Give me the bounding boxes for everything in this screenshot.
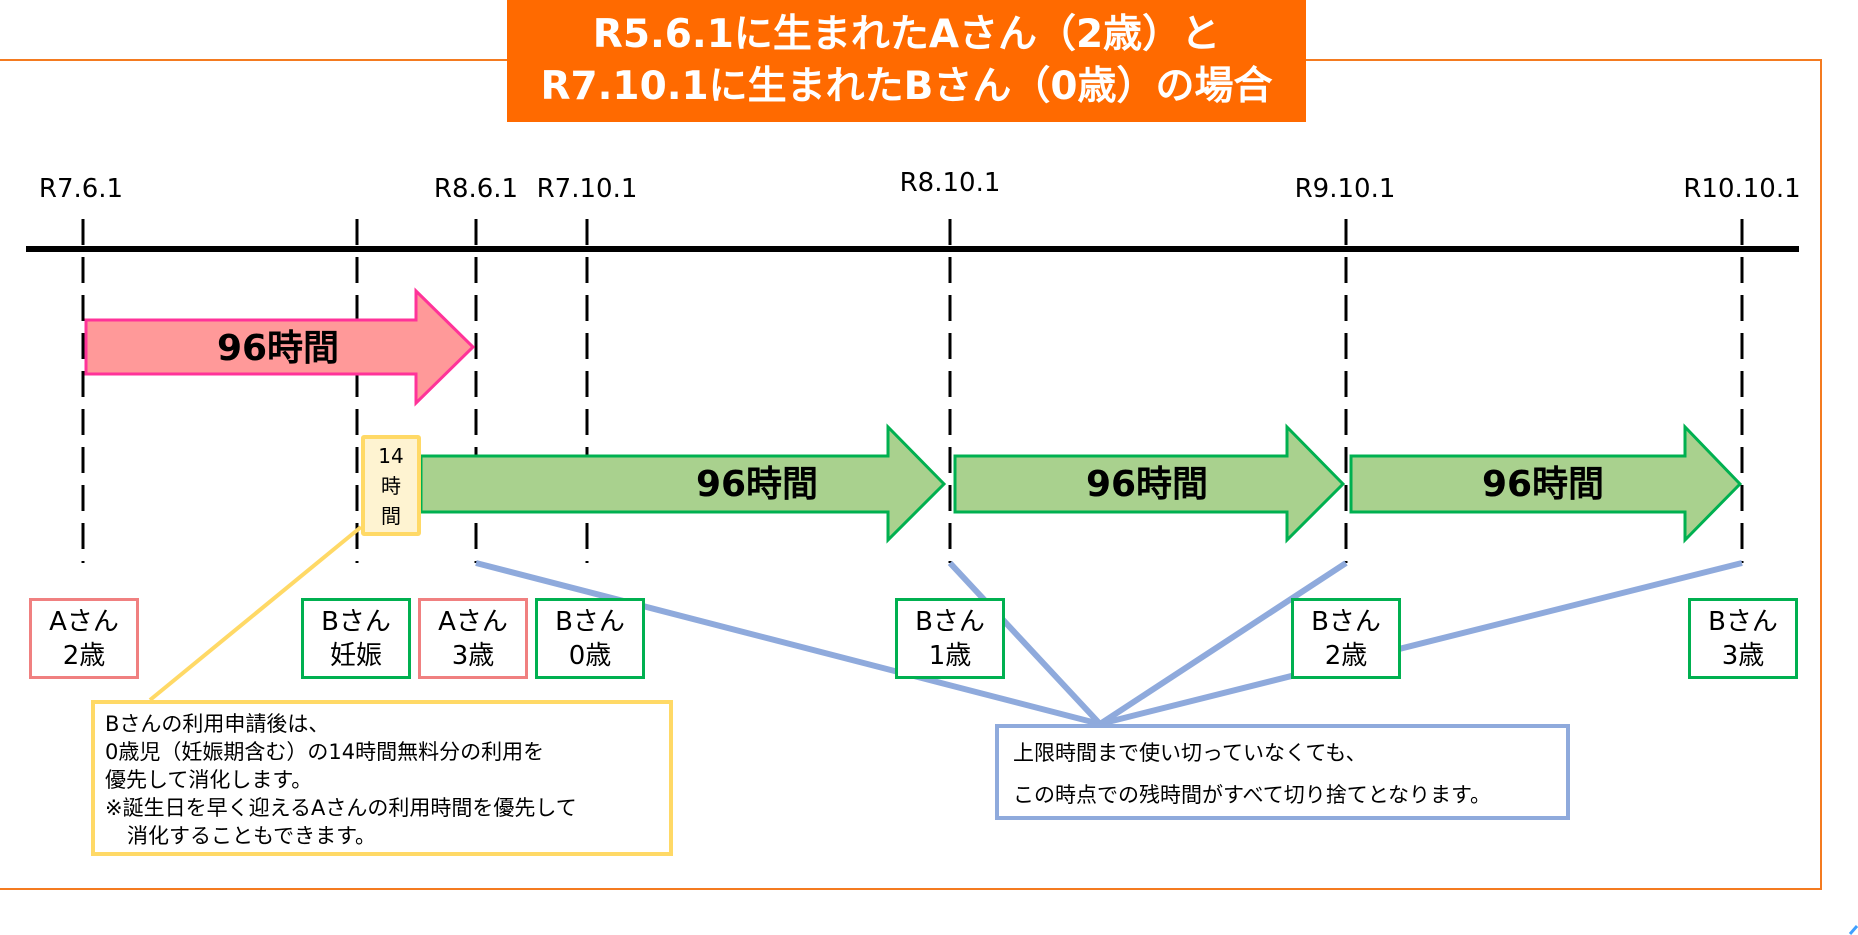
tag-age: 0歳: [568, 640, 612, 671]
tag-person: Bさん: [321, 606, 391, 637]
tag-person: Bさん: [1311, 606, 1381, 637]
tag-b-2: Bさん 2歳: [1291, 598, 1401, 679]
note-line: 優先して消化します。: [105, 768, 313, 792]
arrow-a-96h: [84, 287, 476, 407]
tag-b-0: Bさん 0歳: [535, 598, 645, 679]
tag-person: Aさん: [438, 606, 508, 637]
arrow-b-year2-label: 96時間: [1085, 464, 1209, 505]
arrow-b-year3: [1349, 423, 1743, 544]
tag-age: 3歳: [451, 640, 495, 671]
callout-line-blue-r9-10-1: [1098, 560, 1348, 727]
date-label: R7.6.1: [38, 174, 124, 204]
note-line: Bさんの利用申請後は、: [105, 712, 330, 736]
tag-b-pregnancy: Bさん 妊娠: [301, 598, 411, 679]
note-line: 上限時間まで使い切っていなくても、: [1013, 741, 1367, 765]
arrow-a-label: 96時間: [216, 328, 340, 369]
arrow-b-year1-label: 96時間: [695, 464, 819, 505]
tag-person: Aさん: [49, 606, 119, 637]
tag-a-2: Aさん 2歳: [29, 598, 139, 679]
pregnancy-14h-line1: 14: [378, 443, 404, 468]
tag-age: 2歳: [62, 640, 106, 671]
callout-line-yellow: [148, 525, 363, 702]
arrow-b-year2: [953, 423, 1346, 544]
callout-line-blue-r8-10-1: [947, 560, 1103, 727]
tag-person: Bさん: [555, 606, 625, 637]
note-line: 消化することもできます。: [127, 824, 377, 848]
date-label: R8.6.1: [433, 174, 519, 204]
tag-b-1: Bさん 1歳: [895, 598, 1005, 679]
corner-mark: [1848, 925, 1858, 935]
tag-b-3: Bさん 3歳: [1688, 598, 1798, 679]
date-label: R8.10.1: [899, 168, 1001, 198]
note-line: この時点での残時間がすべて切り捨てとなります。: [1013, 783, 1491, 807]
arrow-b-year1: [419, 423, 947, 544]
pregnancy-14h-box: 14 時 間: [361, 435, 421, 536]
tag-person: Bさん: [1708, 606, 1778, 637]
pregnancy-14h-line2: 時: [381, 473, 401, 498]
date-label: R9.10.1: [1294, 174, 1396, 204]
tag-age: 3歳: [1721, 640, 1765, 671]
date-label: R7.10.1: [536, 174, 638, 204]
arrow-b-year3-label: 96時間: [1481, 464, 1605, 505]
title-banner: R5.6.1に生まれたAさん（2歳）と R7.10.1に生まれたBさん（0歳）の…: [507, 0, 1306, 122]
tag-age: 2歳: [1324, 640, 1368, 671]
callout-line-blue-r8-6-1: [475, 560, 1101, 727]
tag-age: 妊娠: [329, 640, 382, 671]
note-line: ※誕生日を早く迎えるAさんの利用時間を優先して: [105, 796, 577, 820]
note-priority: Bさんの利用申請後は、 0歳児（妊娠期含む）の14時間無料分の利用を 優先して消…: [91, 700, 673, 856]
tag-a-3: Aさん 3歳: [418, 598, 528, 679]
tag-person: Bさん: [915, 606, 985, 637]
date-label: R10.10.1: [1683, 174, 1801, 204]
callout-line-blue-r10-10-1: [1099, 560, 1743, 727]
title-line-2: R7.10.1に生まれたBさん（0歳）の場合: [540, 64, 1273, 109]
title-line-1: R5.6.1に生まれたAさん（2歳）と: [592, 12, 1221, 57]
note-line: 0歳児（妊娠期含む）の14時間無料分の利用を: [105, 740, 545, 764]
pregnancy-14h-line3: 間: [381, 503, 401, 528]
tag-age: 1歳: [928, 640, 972, 671]
note-cutoff: 上限時間まで使い切っていなくても、 この時点での残時間がすべて切り捨てとなります…: [995, 724, 1570, 820]
